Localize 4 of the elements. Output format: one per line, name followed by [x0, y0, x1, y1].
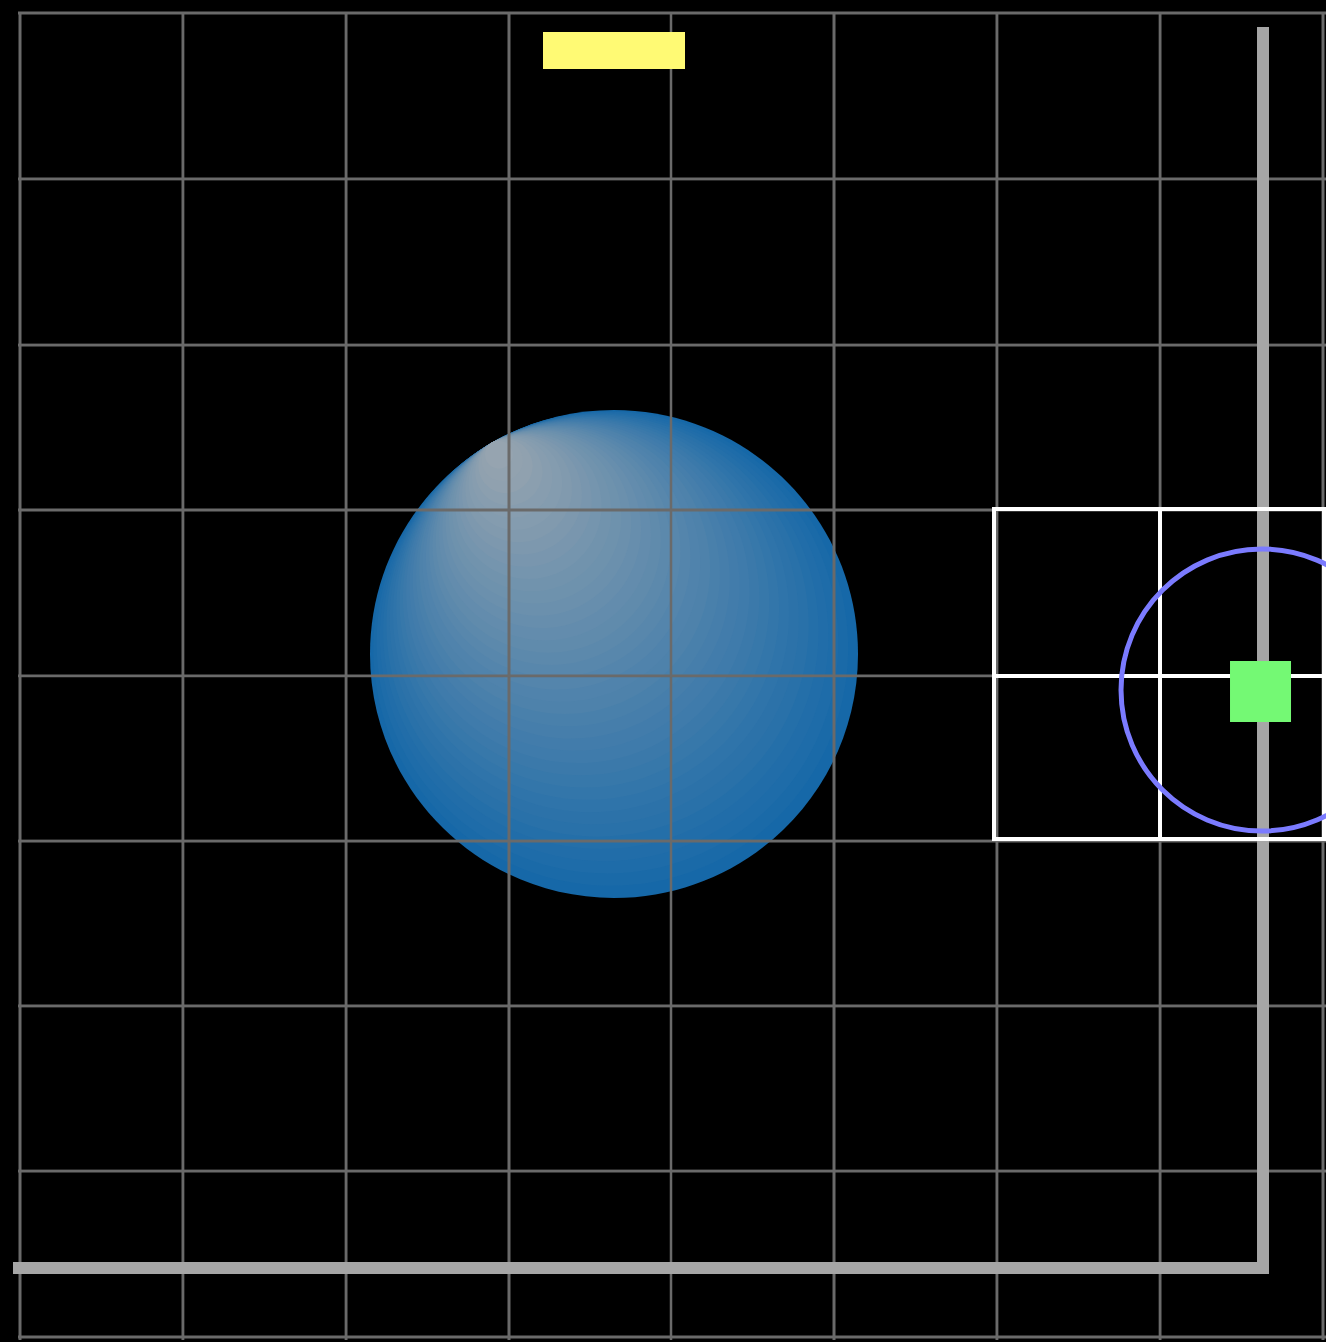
sphere — [370, 410, 858, 898]
top-bar — [543, 32, 685, 69]
ring — [1118, 546, 1326, 834]
square-marker — [1230, 661, 1291, 722]
